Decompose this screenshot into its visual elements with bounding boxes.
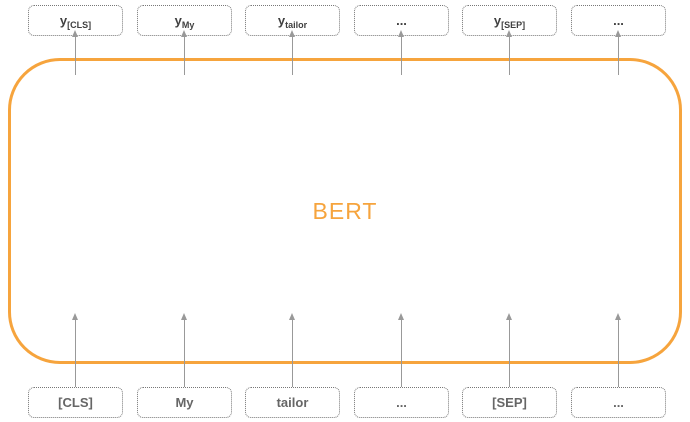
input-token-box-my: My — [137, 387, 232, 418]
output-token-label: ... — [613, 13, 624, 28]
input-token-box-sep: [SEP] — [462, 387, 557, 418]
input-arrow — [615, 313, 621, 387]
bert-title: BERT — [312, 197, 378, 224]
input-token-label: ... — [613, 395, 624, 410]
input-token-label: [CLS] — [58, 395, 93, 410]
input-token-label: ... — [396, 395, 407, 410]
output-arrow — [181, 30, 187, 75]
input-token-label: [SEP] — [492, 395, 527, 410]
label-base: y — [174, 13, 182, 28]
input-token-box-ellipsis-1: ... — [354, 387, 449, 418]
label-base: ... — [396, 13, 407, 28]
input-arrow — [181, 313, 187, 387]
input-token-label: My — [175, 395, 194, 410]
output-arrow — [72, 30, 78, 75]
output-arrow — [615, 30, 621, 75]
label-base: y — [277, 13, 286, 28]
label-base: y — [493, 13, 502, 28]
output-token-label: ... — [396, 13, 407, 28]
label-subscript: My — [181, 20, 195, 30]
input-arrow — [289, 313, 295, 387]
label-subscript: [SEP] — [501, 20, 526, 30]
label-subscript: [CLS] — [67, 20, 92, 30]
output-arrow — [506, 30, 512, 75]
output-token-label: y[SEP] — [493, 13, 526, 30]
input-token-box-cls: [CLS] — [28, 387, 123, 418]
input-arrow — [506, 313, 512, 387]
output-token-label: yMy — [174, 13, 195, 30]
label-base: y — [59, 13, 68, 28]
output-token-label: ytailor — [277, 13, 308, 30]
input-arrow — [72, 313, 78, 387]
bert-block: BERT — [8, 58, 682, 364]
output-arrow — [289, 30, 295, 75]
label-base: ... — [613, 13, 624, 28]
input-arrow — [398, 313, 404, 387]
output-token-label: y[CLS] — [59, 13, 92, 30]
input-token-box-ellipsis-2: ... — [571, 387, 666, 418]
input-token-label: tailor — [276, 395, 309, 410]
input-token-box-tailor: tailor — [245, 387, 340, 418]
output-arrow — [398, 30, 404, 75]
label-subscript: tailor — [285, 20, 308, 30]
